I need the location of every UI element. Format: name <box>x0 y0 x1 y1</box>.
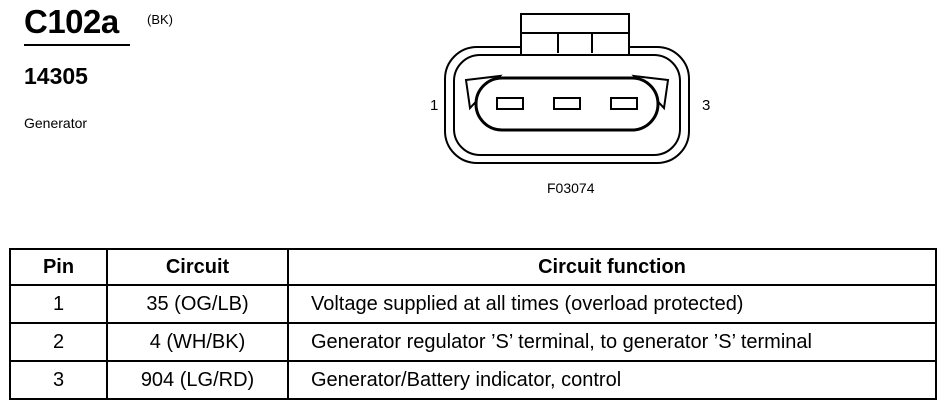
title-underline <box>24 44 130 46</box>
pin-label-right: 3 <box>702 97 710 114</box>
cell-circuit-function: Generator regulator ’S’ terminal, to gen… <box>287 322 937 362</box>
part-number: 14305 <box>24 63 88 89</box>
pin-terminal-1 <box>496 97 524 110</box>
table-row: 3 904 (LG/RD) Generator/Battery indicato… <box>9 360 937 400</box>
component-name: Generator <box>24 115 88 131</box>
pin-terminal-3 <box>610 97 638 110</box>
pinout-table: Pin Circuit Circuit function 1 35 (OG/LB… <box>9 248 937 400</box>
pin-terminal-2 <box>553 97 581 110</box>
connector-face-diagram: 1 3 F03074 <box>430 13 710 196</box>
pin-label-left: 1 <box>430 97 438 114</box>
connector-color-code: (BK) <box>147 12 173 27</box>
cell-circuit: 904 (LG/RD) <box>106 360 289 400</box>
cell-pin: 3 <box>9 360 108 400</box>
cell-circuit-function: Voltage supplied at all times (overload … <box>287 284 937 324</box>
connector-id: C102a <box>24 3 119 40</box>
header-circuit: Circuit <box>106 248 289 286</box>
cell-pin: 1 <box>9 284 108 324</box>
header-pin: Pin <box>9 248 108 286</box>
connector-housing-inner <box>453 54 681 156</box>
cell-circuit: 4 (WH/BK) <box>106 322 289 362</box>
table-row: 1 35 (OG/LB) Voltage supplied at all tim… <box>9 284 937 324</box>
table-header-row: Pin Circuit Circuit function <box>9 248 937 286</box>
figure-id: F03074 <box>547 180 595 196</box>
cell-circuit: 35 (OG/LB) <box>106 284 289 324</box>
cell-pin: 2 <box>9 322 108 362</box>
cell-circuit-function: Generator/Battery indicator, control <box>287 360 937 400</box>
header-circuit-function: Circuit function <box>287 248 937 286</box>
connector-latch-base <box>521 44 629 53</box>
table-row: 2 4 (WH/BK) Generator regulator ’S’ term… <box>9 322 937 362</box>
